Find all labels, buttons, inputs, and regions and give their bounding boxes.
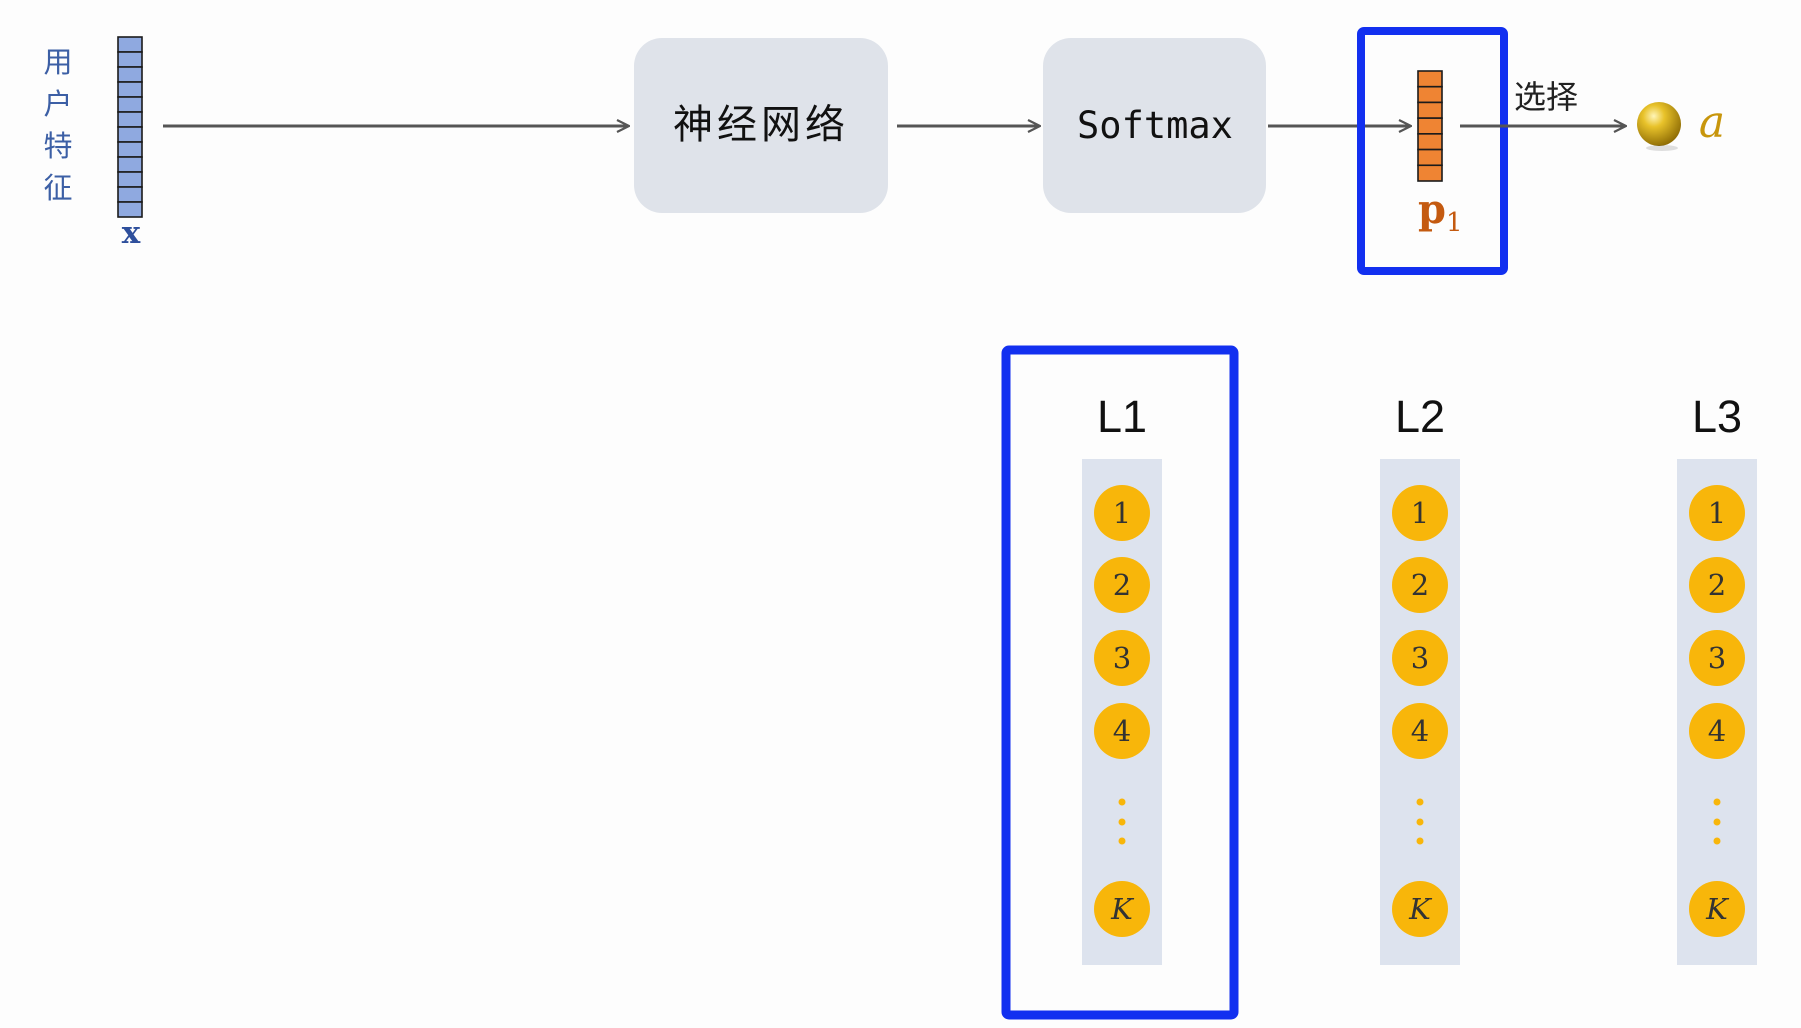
ellipsis-dot — [1416, 818, 1424, 826]
prob-vector-label: p1 — [1418, 186, 1463, 238]
side-char-1: 户 — [43, 87, 72, 121]
input-vector-cell — [117, 156, 143, 173]
list-item-circle — [1689, 703, 1745, 759]
list-item-circle — [1392, 630, 1448, 686]
input-vector-cell — [117, 51, 143, 68]
prob-vector-cell — [1417, 101, 1443, 119]
input-feature-vector — [117, 36, 143, 218]
prob-vector-cell — [1417, 133, 1443, 151]
list-item: 3 — [1411, 641, 1429, 675]
list-l3: L3 1 2 3 4K — [1677, 391, 1757, 965]
softmax-box — [1043, 38, 1266, 213]
list-item: 2 — [1708, 568, 1726, 602]
input-vector-cell — [117, 36, 143, 53]
input-vector-cell — [117, 186, 143, 203]
list-item-circle — [1689, 557, 1745, 613]
list-item-circle — [1689, 485, 1745, 541]
softmax-label: Softmax — [1077, 104, 1233, 147]
list-item: 1 — [1708, 496, 1726, 530]
select-label: 选择 — [1514, 78, 1578, 116]
input-vector-label: x — [122, 215, 141, 251]
list-item: 4 — [1708, 714, 1726, 748]
input-vector-cell — [117, 66, 143, 83]
prob-vector-cell — [1417, 148, 1443, 167]
list-item: 2 — [1113, 568, 1131, 602]
list-item: 1 — [1113, 496, 1131, 530]
list-item: 3 — [1113, 641, 1131, 675]
list-item: 3 — [1708, 641, 1726, 675]
list-item-circle — [1392, 557, 1448, 613]
list-item-circle — [1689, 630, 1745, 686]
neural-network-box — [634, 38, 888, 213]
list-item: 1 — [1411, 496, 1429, 530]
input-vector-cell — [117, 141, 143, 158]
list-item-circle — [1094, 881, 1150, 937]
side-char-2: 特 — [43, 129, 72, 163]
input-vector-cell — [117, 201, 143, 218]
prob-vector-cell — [1417, 117, 1443, 135]
ellipsis-dot — [1416, 798, 1424, 806]
ellipsis-dot — [1713, 837, 1721, 845]
ellipsis-dot — [1713, 818, 1721, 826]
ellipsis-dot — [1118, 837, 1126, 845]
probability-vector — [1417, 70, 1443, 182]
input-vector-cell — [117, 126, 143, 143]
input-vector-cell — [117, 171, 143, 188]
list-item-circle — [1094, 557, 1150, 613]
list-item: 4 — [1113, 714, 1131, 748]
prob-highlight-box — [1357, 27, 1508, 275]
list-item: K — [1110, 892, 1135, 926]
prob-vector-cell — [1417, 164, 1443, 182]
list-item-circle — [1392, 881, 1448, 937]
list-item-circle — [1689, 881, 1745, 937]
input-vector-cell — [117, 81, 143, 98]
side-char-0: 用 — [43, 45, 72, 79]
ellipsis-dot — [1118, 798, 1126, 806]
list-title: L1 — [1097, 391, 1147, 442]
list-item: K — [1705, 892, 1730, 926]
ball-shadow — [1646, 145, 1678, 151]
list-item: 4 — [1411, 714, 1429, 748]
input-vector-cell — [117, 111, 143, 128]
prob-vector-cell — [1417, 70, 1443, 88]
side-char-3: 征 — [43, 171, 72, 205]
ellipsis-dot — [1713, 798, 1721, 806]
list-title: L3 — [1692, 391, 1742, 442]
ellipsis-dot — [1118, 818, 1126, 826]
action-ball-icon — [1637, 102, 1681, 146]
list-item-circle — [1094, 485, 1150, 541]
list-l1: L1 1 2 3 4K — [1001, 345, 1239, 1020]
list-item-circle — [1094, 703, 1150, 759]
action-label: a — [1699, 97, 1725, 148]
neural-network-label: 神经网络 — [673, 102, 849, 148]
list-title: L2 — [1395, 391, 1445, 442]
list-item-circle — [1392, 703, 1448, 759]
input-vector-cell — [117, 96, 143, 113]
prob-vector-cell — [1417, 85, 1443, 104]
ellipsis-dot — [1416, 837, 1424, 845]
list-item-circle — [1392, 485, 1448, 541]
list-item: 2 — [1411, 568, 1429, 602]
list-highlight-box — [1001, 345, 1239, 1020]
list-item-circle — [1094, 630, 1150, 686]
candidate-lists: L1 1 2 3 4K L2 1 2 3 4K L3 1 2 3 4K — [1001, 345, 1757, 1020]
list-item: K — [1408, 892, 1433, 926]
user-features-label: 用 户 特 征 — [43, 45, 72, 205]
list-l2: L2 1 2 3 4K — [1380, 391, 1460, 965]
